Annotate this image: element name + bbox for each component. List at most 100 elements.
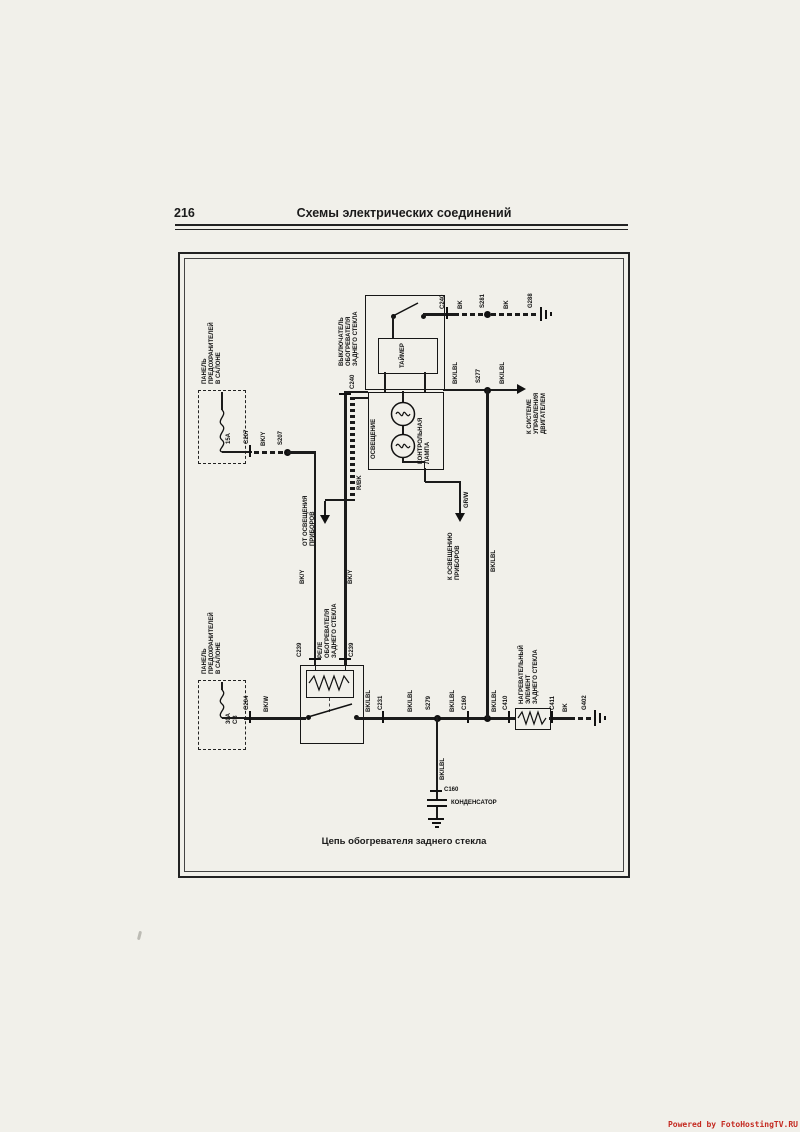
wire-segment (222, 717, 244, 719)
diagram-frame-outer (178, 252, 630, 878)
wire-label-bk-lbl: BK/LBL (450, 690, 456, 712)
wire-segment (392, 316, 394, 338)
wire-segment (221, 682, 223, 690)
wire-segment (222, 451, 244, 453)
wire-vertical-capacitor (435, 717, 439, 799)
wire-label-bk: BK (563, 703, 569, 712)
connector-label-c160: C160 (462, 695, 468, 710)
ground-icon-capacitor (431, 822, 441, 824)
relay-terminal-dot (306, 715, 311, 720)
wire-label-bk-lbl: BK/LBL (366, 690, 372, 712)
wire-segment (402, 457, 404, 462)
wire-segment (352, 397, 368, 399)
connector-tick-c204 (249, 711, 251, 723)
wire-label-bk-y: BK/Y (300, 569, 306, 584)
connector-label-c231: C231 (378, 695, 384, 710)
connector-label-c410: C410 (503, 695, 509, 710)
wire-dashed-segment (254, 451, 284, 454)
connector-label-c240-top: C240 (440, 294, 446, 309)
header-rule (175, 224, 628, 230)
wire-segment (324, 501, 326, 517)
timer-box (378, 338, 438, 374)
connector-label-c207: C207 (244, 429, 250, 444)
wire-segment (425, 481, 461, 483)
capacitor-icon (427, 805, 447, 807)
wire-segment (423, 461, 425, 468)
label-timer: ТАЙМЕР (400, 343, 406, 368)
label-fuse-15a: 15A (226, 432, 232, 444)
splice-label-s281: S281 (480, 293, 486, 308)
wire-segment (423, 313, 454, 316)
splice-label-s207: S207 (278, 430, 284, 445)
connector-tick-c160-capacitor (430, 790, 442, 792)
ground-label-g402: G402 (582, 695, 588, 710)
label-to-engine-management: К СИСТЕМЕ УПРАВЛЕНИЯ ДВИГАТЕЛЕМ (527, 392, 547, 434)
illumination-lamp-icon (390, 433, 416, 459)
wire-label-bk-lbl: BK/LBL (440, 758, 446, 780)
fuse-icon-15a (219, 409, 225, 453)
scan-artifact (136, 930, 143, 941)
arrow-down-icon (455, 513, 465, 522)
wire-hatched-r-bk (350, 397, 355, 501)
wire-segment (244, 717, 306, 720)
label-illumination-lamp: ОСВЕЩЕНИЕ (371, 418, 377, 459)
ground-icon-g288 (540, 307, 542, 321)
switch-contact-icon (392, 302, 419, 317)
connector-tick-c410 (508, 711, 510, 723)
connector-tick-c207 (249, 445, 251, 457)
fuse-panel-box-lower (198, 680, 246, 750)
watermark: Powered by FotoHostingTV.RU (667, 1120, 798, 1129)
wire-segment (221, 392, 223, 410)
wire-label-bk: BK (504, 300, 510, 309)
wire-label-bk-lbl: BK/LBL (492, 690, 498, 712)
wire-label-bk-lbl: BK/LBL (408, 690, 414, 712)
ground-icon-g402 (604, 715, 606, 720)
wire-segment (402, 426, 404, 434)
wire-segment (424, 372, 426, 392)
connector-label-c239-left: C239 (297, 642, 303, 657)
wire-vertical-relay-coil-feed (313, 451, 317, 665)
page-number: 216 (174, 206, 195, 220)
connector-tick-c239 (309, 658, 321, 660)
relay-box (300, 665, 364, 744)
ground-icon-g402 (594, 709, 596, 726)
wire-label-bk-y: BK/Y (261, 431, 267, 446)
switch-terminal-dot (420, 313, 426, 319)
label-fuse-panel-lower: ПАНЕЛЬ ПРЕДОХРАНИТЕЛЕЙ В САЛОНЕ (202, 612, 222, 674)
label-defogger-relay: РЕЛЕ ОБОГРЕВАТЕЛЯ ЗАДНЕГО СТЕКЛА (318, 603, 338, 658)
diagram-frame-inner (184, 258, 624, 872)
switch-lamps-box (368, 392, 444, 470)
wire-label-bk-y: BK/Y (348, 569, 354, 584)
splice-label-s277: S277 (476, 368, 482, 383)
connector-label-c160-capacitor: C160 (444, 787, 459, 793)
ground-icon-capacitor (428, 818, 444, 820)
connector-tick-c231 (382, 711, 384, 723)
indicator-lamp-icon (390, 401, 416, 427)
connector-tick-c240 (339, 393, 351, 395)
wire-vertical-switch-to-relay (344, 391, 347, 665)
connector-tick-c160 (467, 711, 469, 723)
wire-segment (549, 717, 570, 720)
wire-dashed-segment (570, 717, 592, 720)
splice-label-s279: S279 (426, 695, 432, 710)
wire-segment (402, 391, 404, 402)
wire-label-bk-lbl: BK/LBL (500, 362, 506, 384)
heater-element-icon (517, 710, 547, 726)
arrow-down-icon (320, 515, 330, 524)
connector-label-c240-bottom: C240 (350, 374, 356, 389)
label-capacitor: КОНДЕНСАТОР (451, 800, 497, 806)
relay-actuator-link (329, 698, 330, 712)
wire-label-bk-lbl: BK/LBL (453, 362, 459, 384)
wire-label-gr-w: GR/W (464, 491, 470, 508)
ground-icon-capacitor (434, 826, 439, 828)
diagram-caption: Цепь обогревателя заднего стекла (321, 836, 487, 847)
wire-segment (344, 666, 346, 671)
wire-vertical-main (486, 389, 489, 719)
label-defogger-switch: ВЫКЛЮЧАТЕЛЬ ОБОГРЕВАТЕЛЯ ЗАДНЕГО СТЕКЛА (339, 311, 359, 366)
wire-segment (402, 461, 425, 463)
circuit-breaker-icon-30a (219, 689, 225, 719)
connector-label-c204: C204 (244, 695, 250, 710)
wire-segment (443, 388, 518, 391)
wire-dashed-segment (491, 313, 538, 316)
connector-label-c411: C411 (550, 695, 556, 710)
